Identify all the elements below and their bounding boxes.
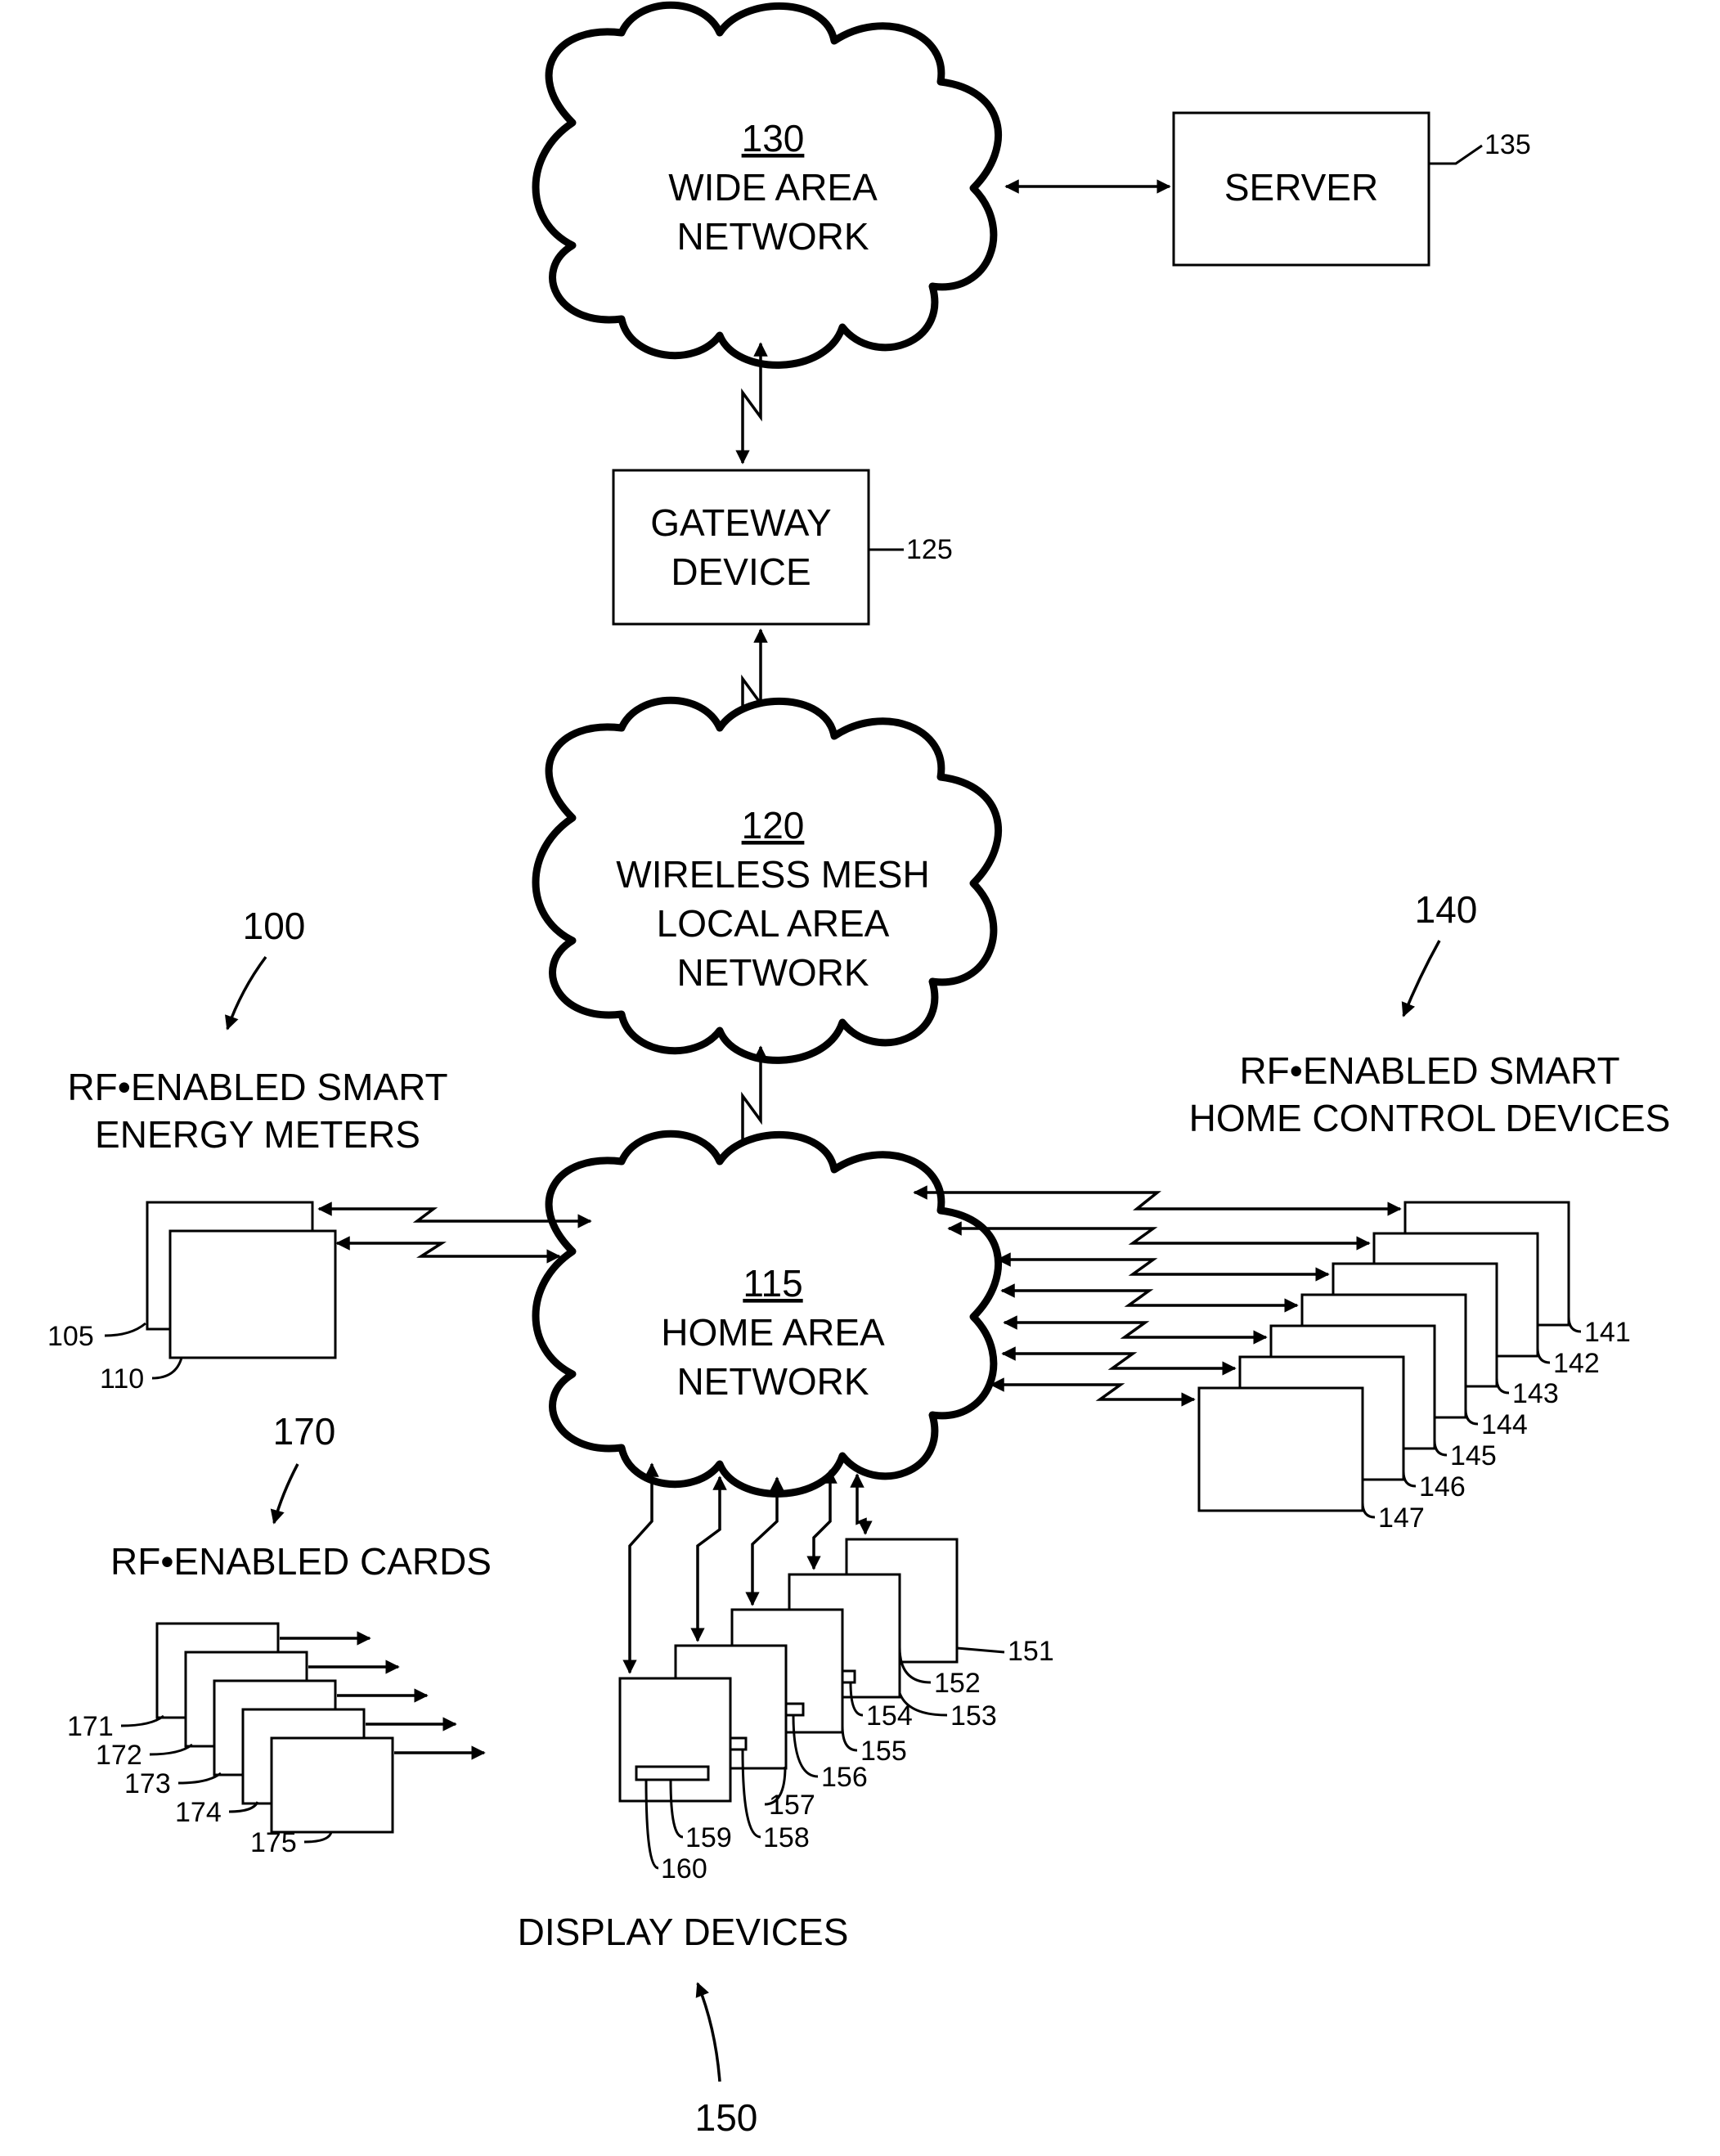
home-control-ref-arrow: [1403, 941, 1439, 1016]
home-control-label-line2: HOME CONTROL DEVICES: [1189, 1097, 1671, 1139]
wan-label-line1: WIDE AREA: [668, 166, 878, 209]
meters-label-line1: RF•ENABLED SMART: [67, 1066, 447, 1108]
display-157-ref: 157: [769, 1790, 815, 1821]
meter-110-leader: [152, 1358, 182, 1378]
display-151-leader: [957, 1648, 1004, 1652]
meter-105-ref: 105: [47, 1321, 94, 1352]
display-152-ref: 152: [934, 1668, 981, 1699]
han-ref: 115: [743, 1262, 802, 1305]
home-control-ref: 140: [1415, 888, 1478, 931]
han-label-line1: HOME AREA: [661, 1311, 885, 1354]
card-173-ref: 173: [124, 1768, 171, 1799]
mesh-label-line2: LOCAL AREA: [657, 902, 890, 945]
meter-110-ref: 110: [100, 1363, 144, 1395]
device-144-ref: 144: [1481, 1409, 1528, 1440]
device-141-ref: 141: [1584, 1317, 1631, 1348]
han-label-line2: NETWORK: [676, 1360, 869, 1403]
device-142-han-link: [949, 1228, 1369, 1243]
device-144-han-link: [1002, 1291, 1297, 1305]
card-175: [272, 1738, 393, 1832]
card-171-ref: 171: [67, 1711, 114, 1742]
display-154-ref: 154: [866, 1700, 913, 1732]
mesh-label-line1: WIRELESS MESH: [616, 853, 929, 896]
device-147-leader: [1363, 1502, 1375, 1517]
home-control-label-line1: RF•ENABLED SMART: [1239, 1049, 1619, 1092]
meter-105-leader: [105, 1323, 146, 1336]
display-device-5: [620, 1678, 730, 1801]
cards-ref-arrow: [274, 1464, 298, 1523]
gateway-device-box: GATEWAY DEVICE: [613, 470, 869, 624]
device-146-han-link: [1003, 1354, 1235, 1368]
display-1-han-link: [857, 1475, 865, 1534]
device-145-han-link: [1004, 1323, 1266, 1337]
displays-ref-arrow: [698, 1983, 720, 2082]
device-146-leader: [1403, 1471, 1416, 1486]
displays-ref: 150: [695, 2096, 758, 2139]
wide-area-network-cloud: 130 WIDE AREA NETWORK: [536, 5, 999, 365]
device-143-leader: [1497, 1378, 1509, 1393]
device-147-ref: 147: [1378, 1502, 1425, 1534]
device-145-leader: [1435, 1440, 1447, 1455]
device-145-ref: 145: [1450, 1440, 1497, 1471]
device-144-leader: [1466, 1409, 1478, 1424]
display-4-han-link: [698, 1477, 720, 1641]
home-control-device-stack: [1199, 1202, 1569, 1511]
device-142-leader: [1538, 1348, 1550, 1363]
cards-ref: 170: [273, 1410, 336, 1453]
mesh-ref: 120: [742, 804, 805, 847]
displays-label: DISPLAY DEVICES: [518, 1911, 849, 1953]
device-146-ref: 146: [1419, 1471, 1466, 1502]
device-141-han-link: [914, 1193, 1400, 1209]
cards-label: RF•ENABLED CARDS: [110, 1540, 492, 1583]
display-153-ref: 153: [950, 1700, 997, 1732]
device-142-ref: 142: [1553, 1348, 1600, 1379]
meter-110-han-link: [337, 1243, 559, 1256]
display-5-han-link: [630, 1464, 652, 1673]
gateway-label-line1: GATEWAY: [650, 501, 832, 544]
server-box: SERVER: [1174, 113, 1429, 265]
device-147-han-link: [991, 1385, 1194, 1399]
display-158-ref: 158: [763, 1822, 810, 1853]
meters-ref-arrow: [227, 957, 266, 1029]
gateway-label-line2: DEVICE: [671, 550, 811, 593]
display-155-leader: [842, 1726, 857, 1750]
card-175-leader: [304, 1832, 331, 1842]
display-screen-160: [636, 1767, 708, 1780]
meters-ref: 100: [243, 905, 306, 947]
home-control-device-147: [1199, 1388, 1363, 1511]
wan-ref: 130: [742, 117, 805, 159]
mesh-label-line3: NETWORK: [676, 951, 869, 994]
server-label: SERVER: [1224, 166, 1378, 209]
energy-meter-110: [170, 1231, 335, 1358]
display-151-ref: 151: [1008, 1636, 1054, 1667]
display-159-ref: 159: [685, 1822, 732, 1853]
meters-label-line2: ENERGY METERS: [95, 1113, 420, 1156]
card-175-ref: 175: [250, 1827, 297, 1858]
gateway-ref: 125: [906, 534, 953, 565]
server-ref: 135: [1484, 129, 1531, 160]
card-174-ref: 174: [175, 1797, 222, 1828]
home-area-network-cloud: 115 HOME AREA NETWORK: [536, 1134, 999, 1493]
display-160-ref: 160: [661, 1853, 707, 1884]
wireless-mesh-lan-cloud: 120 WIRELESS MESH LOCAL AREA NETWORK: [536, 700, 999, 1060]
device-141-leader: [1569, 1317, 1581, 1332]
card-172-ref: 172: [96, 1740, 142, 1771]
device-143-ref: 143: [1512, 1378, 1559, 1409]
server-ref-leader: [1429, 146, 1482, 164]
wan-label-line2: NETWORK: [676, 215, 869, 258]
display-156-ref: 156: [821, 1762, 868, 1793]
device-143-han-link: [998, 1260, 1328, 1274]
